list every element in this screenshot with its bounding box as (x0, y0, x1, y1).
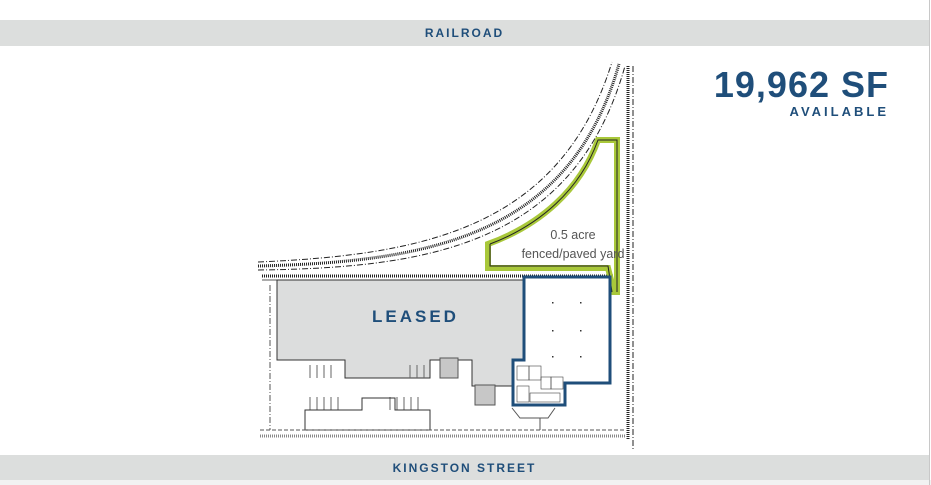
kingston-street-label-band: KINGSTON STREET (0, 455, 929, 480)
railroad-label: RAILROAD (424, 26, 505, 40)
yard-area-text: 0.5 acre (550, 228, 596, 242)
bottom-border (0, 480, 931, 485)
availability-callout: 19,962 SF AVAILABLE (714, 66, 889, 120)
available-area: 19,962 SF (713, 64, 889, 105)
kingston-street-label: KINGSTON STREET (392, 460, 537, 475)
leased-building (260, 279, 625, 438)
yard-type-text: fenced/paved yard (521, 247, 625, 261)
right-border (929, 0, 930, 485)
available-status: AVAILABLE (789, 104, 889, 119)
railroad-label-band: RAILROAD (0, 20, 929, 46)
yard-label: 0.5 acre fenced/paved yard (498, 226, 648, 264)
available-space-outline (511, 275, 612, 430)
leased-label: LEASED (372, 307, 459, 326)
